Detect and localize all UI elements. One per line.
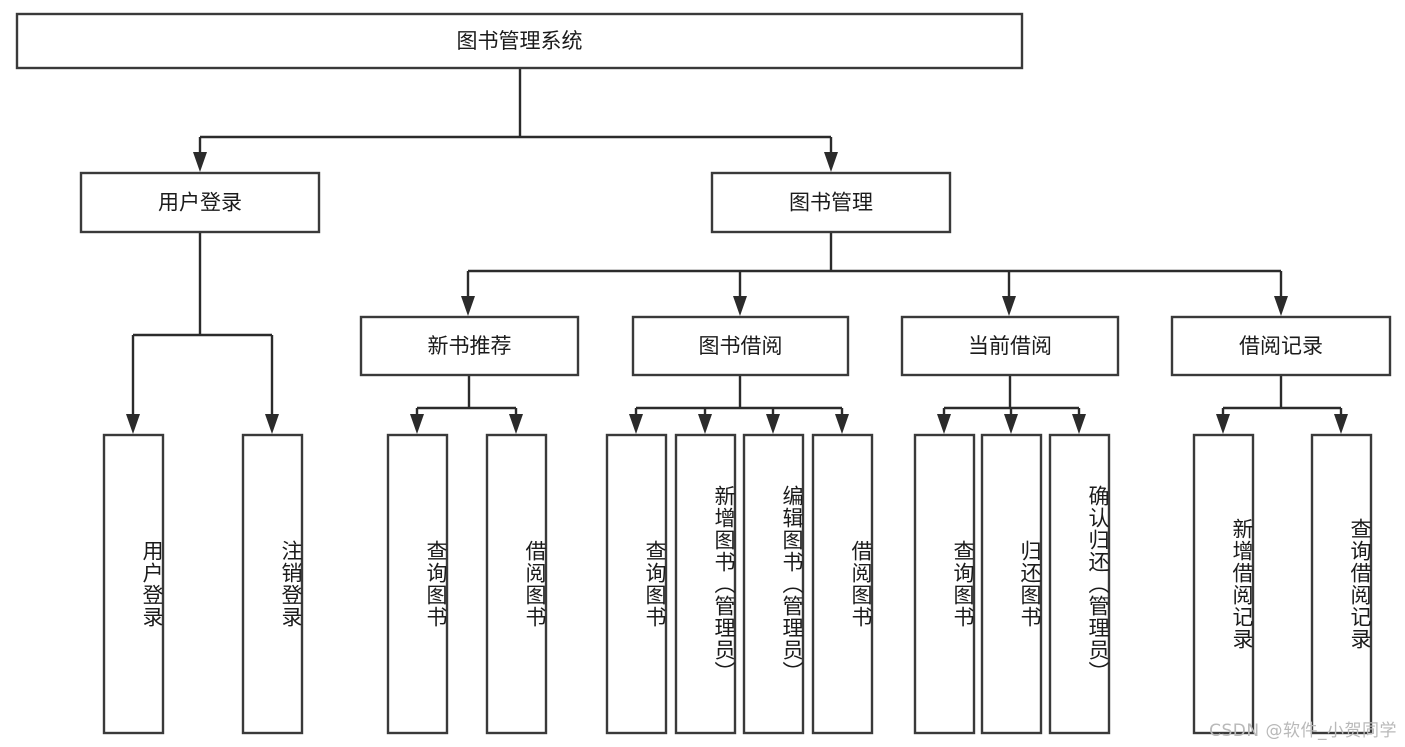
- node-box-leaf-user-login[interactable]: [102, 433, 165, 735]
- node-box-leaf-query-book-recommend[interactable]: [386, 433, 449, 735]
- arrow-leaf-rec1-icon: [1216, 414, 1230, 434]
- node-box-leaf-query-book-current[interactable]: [913, 433, 976, 735]
- arrow-leaf-logout-icon: [265, 414, 279, 434]
- node-box-leaf-borrow-book[interactable]: [811, 433, 874, 735]
- arrow-user-login-icon: [193, 152, 207, 172]
- csdn-watermark: CSDN @软件_小贺同学: [1209, 721, 1397, 741]
- node-boxes-layer: [15, 12, 1392, 735]
- node-box-current-borrow[interactable]: [900, 315, 1120, 377]
- arrow-leaf-c2-icon: [1004, 414, 1018, 434]
- node-box-user-login[interactable]: [79, 171, 321, 234]
- node-box-leaf-confirm-return-admin[interactable]: [1048, 433, 1111, 735]
- node-box-leaf-borrow-book-recommend[interactable]: [485, 433, 548, 735]
- node-label-root: 图书管理系统: [457, 29, 583, 53]
- arrow-leaf-r1-icon: [410, 414, 424, 434]
- node-box-book-borrow[interactable]: [631, 315, 850, 377]
- node-label-user-login: 用户登录: [158, 191, 242, 215]
- node-box-leaf-add-book-admin[interactable]: [674, 433, 737, 735]
- node-label-new-book-recommend: 新书推荐: [428, 334, 512, 358]
- arrow-recommend-icon: [461, 296, 475, 316]
- arrow-current-icon: [1002, 296, 1016, 316]
- node-box-leaf-add-borrow-record[interactable]: [1192, 433, 1255, 735]
- node-label-book-management: 图书管理: [789, 191, 873, 215]
- node-box-leaf-edit-book-admin[interactable]: [742, 433, 805, 735]
- node-box-book-management[interactable]: [710, 171, 952, 234]
- arrow-leaf-user-login-icon: [126, 414, 140, 434]
- arrow-leaf-b1-icon: [629, 414, 643, 434]
- arrow-leaf-b4-icon: [835, 414, 849, 434]
- arrow-leaf-rec2-icon: [1334, 414, 1348, 434]
- node-box-root[interactable]: [15, 12, 1024, 70]
- arrow-leaf-b2-icon: [698, 414, 712, 434]
- node-box-new-book-recommend[interactable]: [359, 315, 580, 377]
- node-box-leaf-logout[interactable]: [241, 433, 304, 735]
- node-box-leaf-return-book[interactable]: [980, 433, 1043, 735]
- arrowheads-layer: [126, 152, 1348, 434]
- node-label-current-borrow: 当前借阅: [968, 334, 1052, 358]
- arrow-leaf-b3-icon: [766, 414, 780, 434]
- arrow-leaf-c3-icon: [1072, 414, 1086, 434]
- node-box-borrow-record[interactable]: [1170, 315, 1392, 377]
- arrow-leaf-c1-icon: [937, 414, 951, 434]
- node-label-borrow-record: 借阅记录: [1239, 334, 1323, 358]
- node-box-leaf-query-book-borrow[interactable]: [605, 433, 668, 735]
- node-box-leaf-query-borrow-record[interactable]: [1310, 433, 1373, 735]
- arrow-record-icon: [1274, 296, 1288, 316]
- arrow-leaf-r2-icon: [509, 414, 523, 434]
- arrow-borrow-icon: [733, 296, 747, 316]
- arrow-book-management-icon: [824, 152, 838, 172]
- node-label-book-borrow: 图书借阅: [699, 334, 783, 358]
